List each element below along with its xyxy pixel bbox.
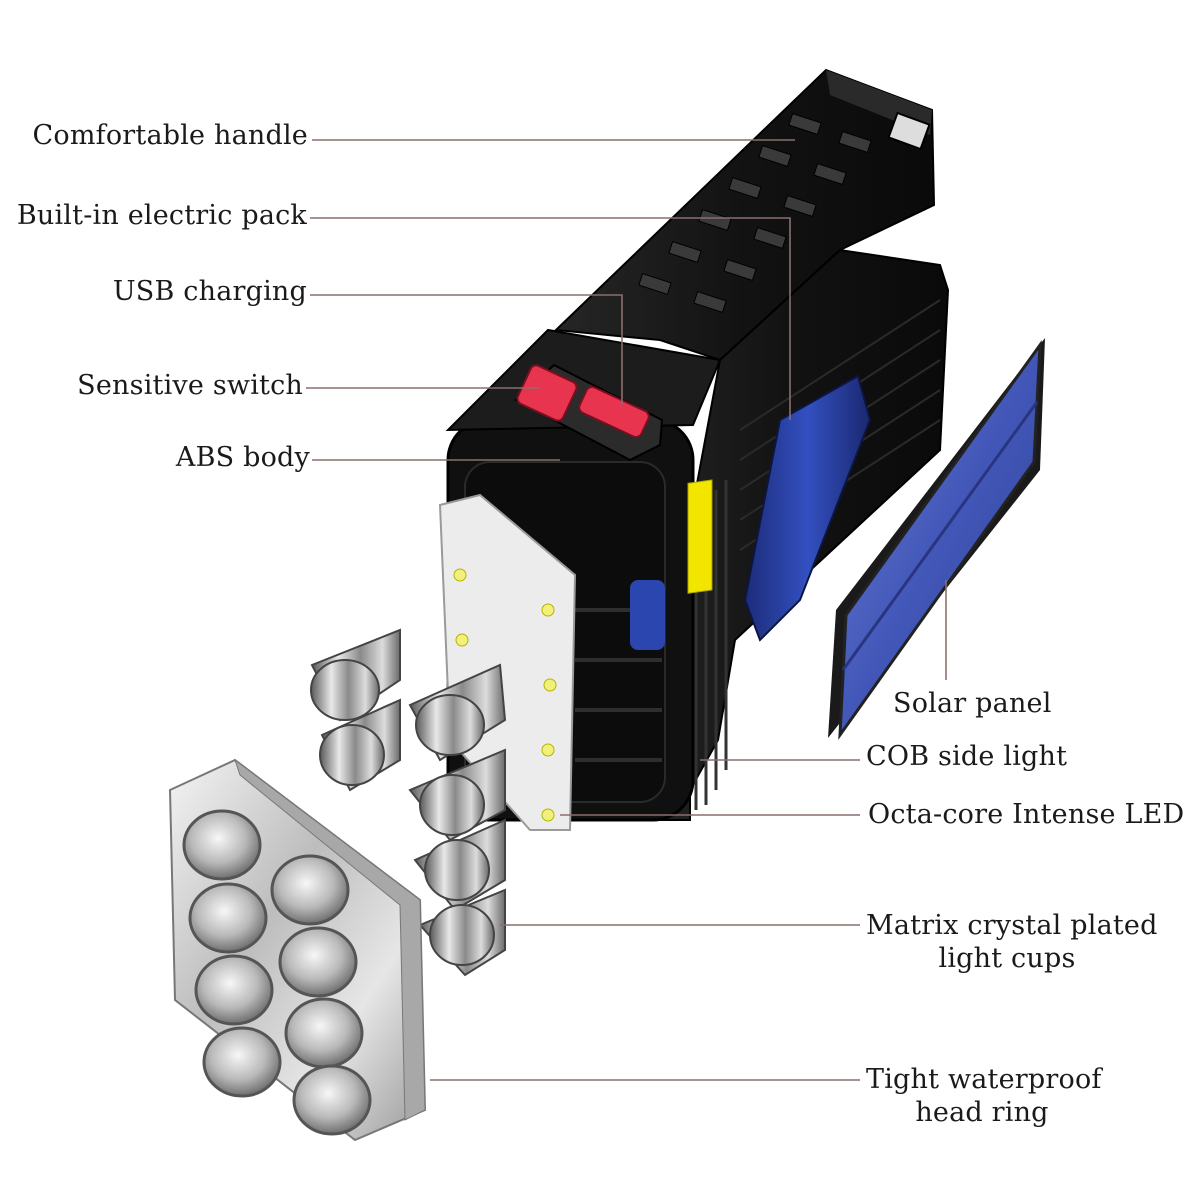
label-handle: Comfortable handle bbox=[32, 120, 308, 151]
label-switch: Sensitive switch bbox=[77, 370, 303, 401]
label-light-cups-line2: light cups bbox=[938, 943, 1076, 974]
leader-electric-pack bbox=[310, 217, 791, 420]
handle-part bbox=[553, 68, 936, 362]
label-cob: COB side light bbox=[866, 741, 1068, 772]
leader-lines bbox=[306, 139, 947, 1081]
battery-pack-part bbox=[630, 374, 872, 650]
cob-strip-part bbox=[687, 479, 713, 594]
label-head-ring-line2: head ring bbox=[915, 1097, 1049, 1128]
label-abs-body: ABS body bbox=[175, 442, 310, 473]
label-usb: USB charging bbox=[112, 276, 307, 307]
solar-panel-part bbox=[828, 338, 1045, 741]
leader-usb bbox=[310, 294, 623, 405]
label-led: Octa-core Intense LED bbox=[868, 799, 1185, 830]
head-ring-part bbox=[168, 758, 427, 1142]
label-light-cups: Matrix crystal plated light cups bbox=[866, 909, 1158, 975]
light-cups-part bbox=[310, 628, 507, 977]
label-head-ring: Tight waterproof head ring bbox=[866, 1063, 1102, 1129]
label-electric-pack: Built-in electric pack bbox=[16, 200, 307, 231]
switch-part bbox=[514, 363, 664, 462]
label-solar-panel: Solar panel bbox=[893, 688, 1052, 719]
label-head-ring-line1: Tight waterproof bbox=[866, 1064, 1102, 1095]
label-light-cups-line1: Matrix crystal plated bbox=[866, 910, 1158, 941]
